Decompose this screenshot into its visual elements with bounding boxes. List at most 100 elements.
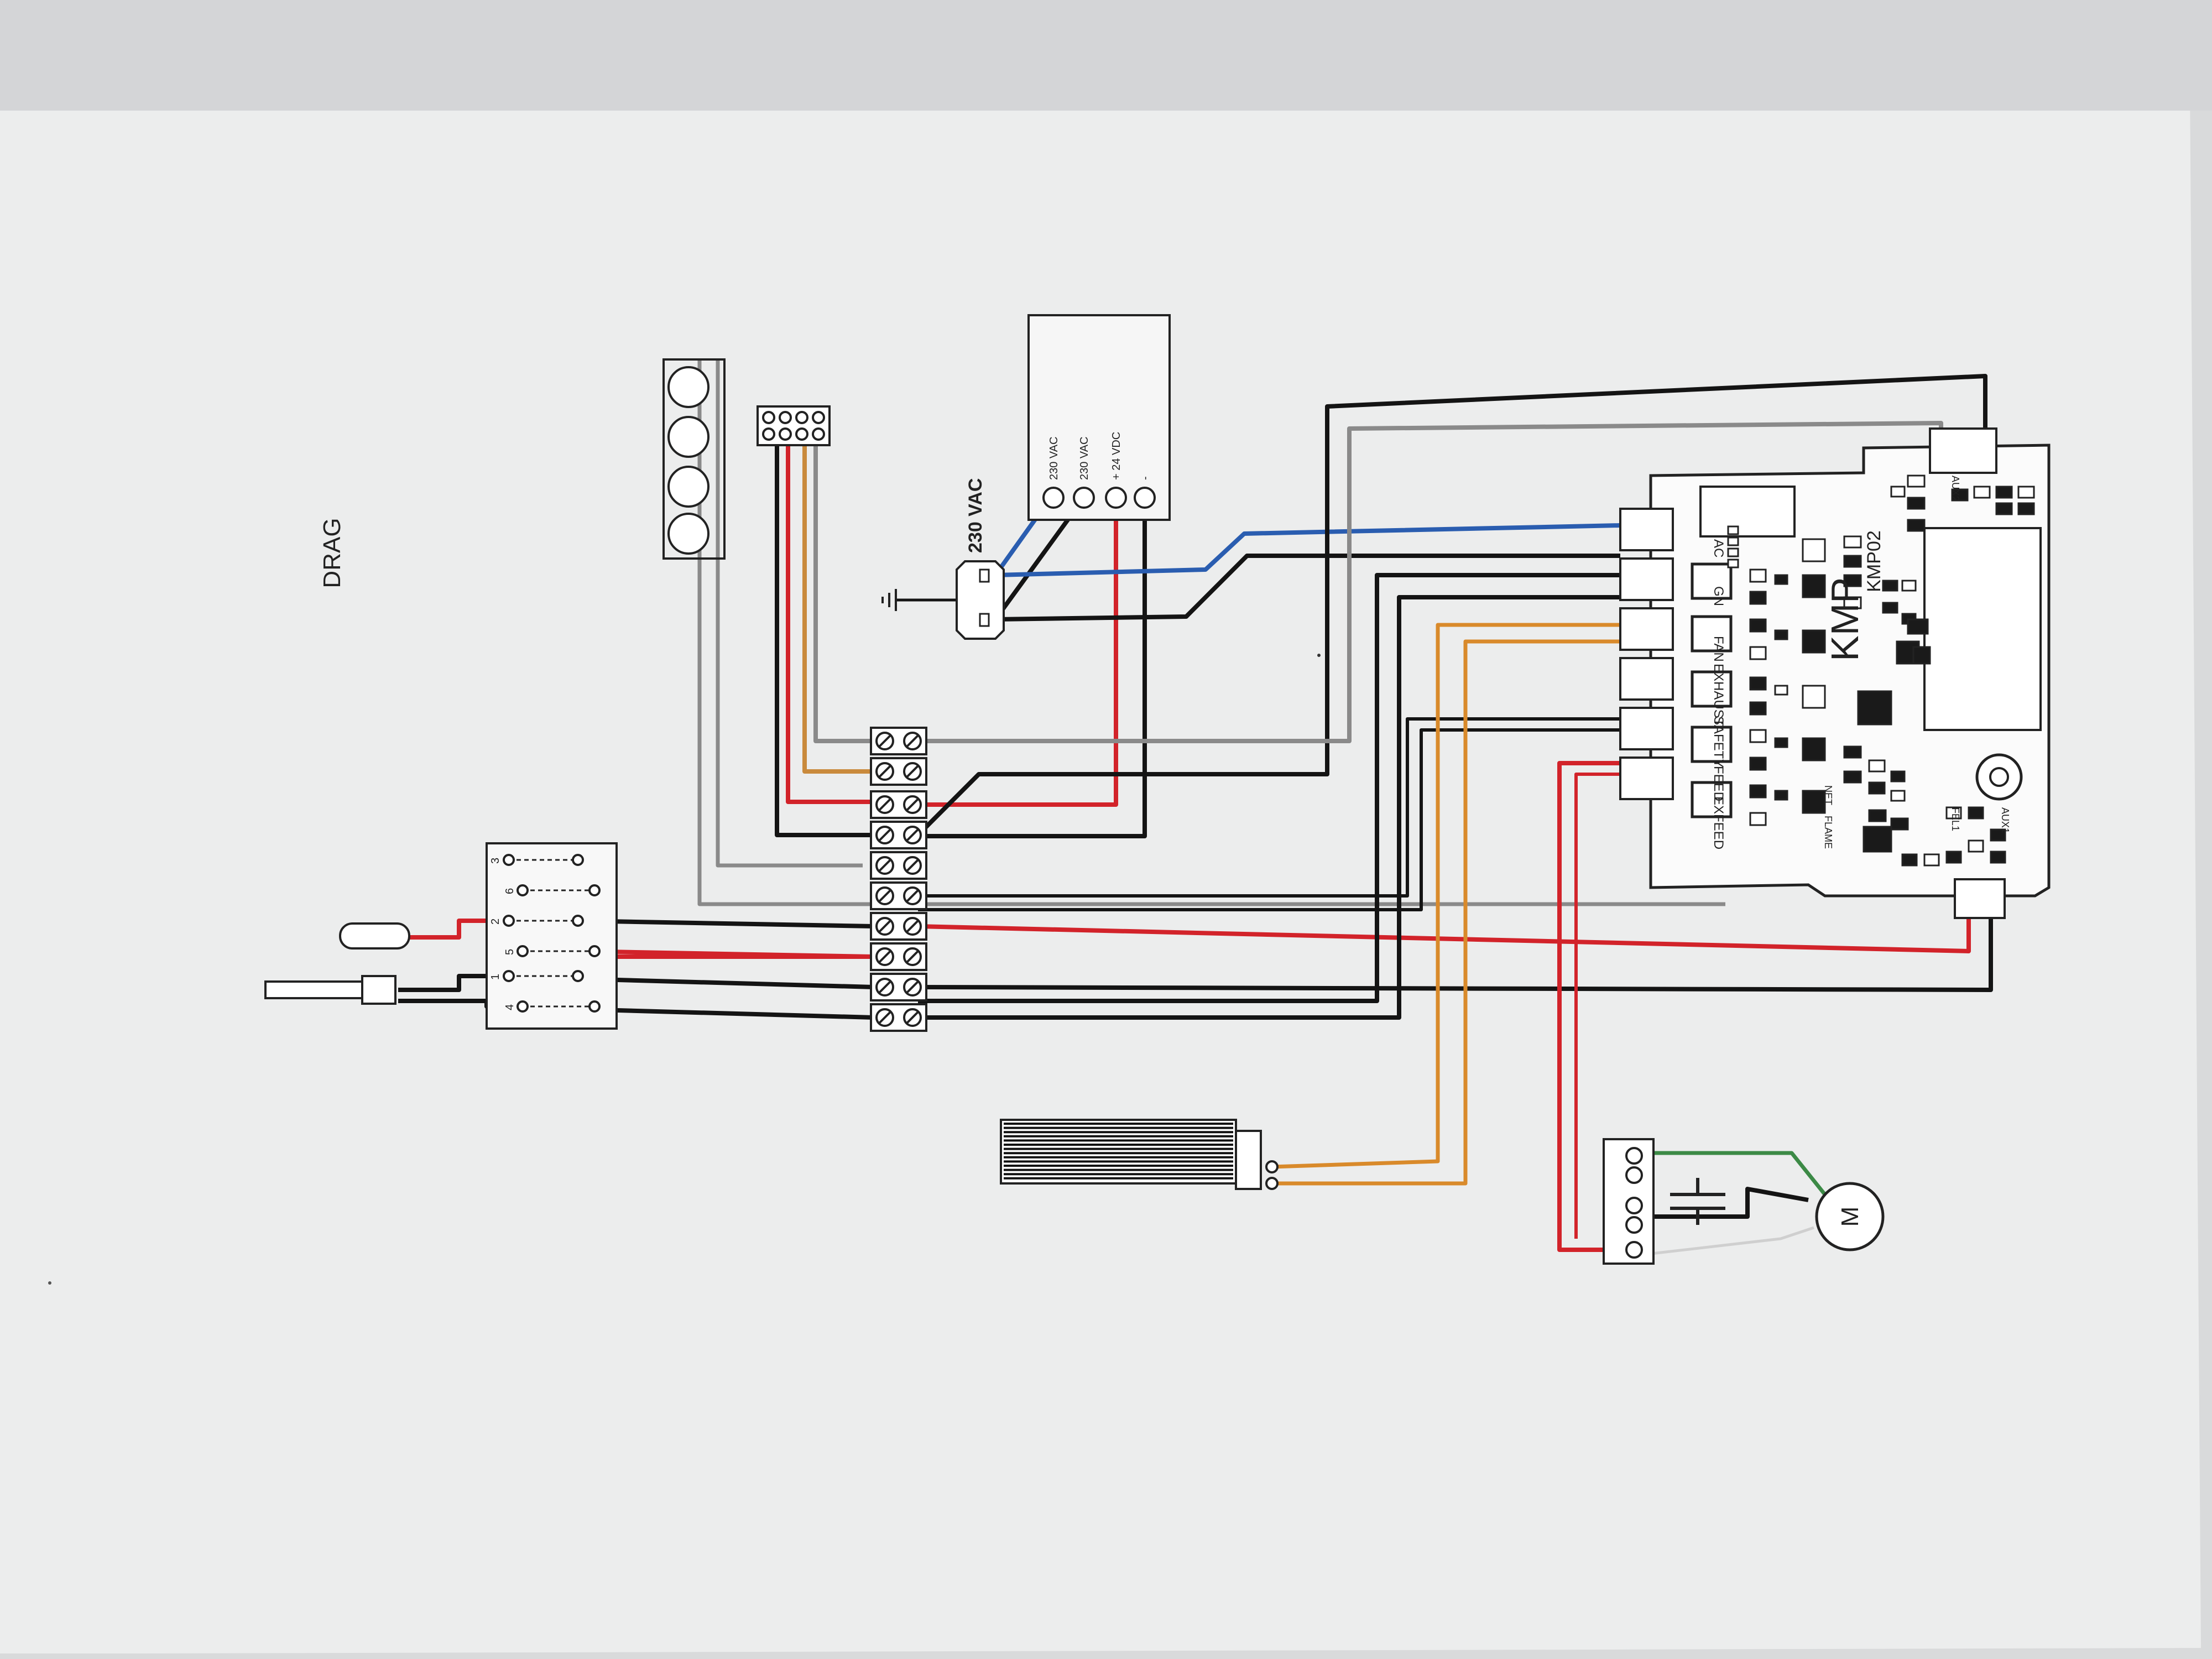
board-smd-component [1907, 519, 1926, 532]
relay-4 [1691, 726, 1733, 763]
wire-gray-sensor-2 [716, 359, 863, 868]
wire-heater-orange-1 [1271, 623, 1620, 1169]
probe-head [361, 975, 397, 1005]
board-smd-component [1995, 502, 2013, 515]
relay-1 [1691, 562, 1733, 600]
round-sensor-4 [667, 513, 709, 555]
psu-terminal-4: - [1139, 476, 1151, 480]
temperature-probe-long [264, 980, 366, 999]
board-smd-component [1890, 817, 1909, 831]
board-smd-component [1973, 486, 1991, 499]
board-led [1727, 547, 1739, 557]
paper-dot [1317, 654, 1321, 657]
board-smd-component [1749, 618, 1767, 633]
terminal-screw-slot [878, 980, 891, 994]
wire-switch-5-red [577, 949, 874, 959]
board-smd-component [1749, 812, 1767, 826]
control-board: KMP KMP02 AC GN FAN EXHAUST SAFETY FEED … [1619, 427, 2051, 919]
wire-mains-black-board [995, 554, 1620, 622]
relay-label-exfeed: EXFEED [1711, 796, 1726, 849]
wire-probe-black-a [398, 974, 509, 992]
power-supply-box [1027, 314, 1171, 521]
terminal-screw-slot [878, 889, 891, 902]
board-smd-component [1802, 574, 1826, 598]
board-smd-component [1890, 770, 1906, 782]
board-smd-component [1890, 790, 1906, 802]
motor-symbol [1815, 1182, 1885, 1251]
switch-num-1: 1 [489, 974, 502, 980]
board-smd-component [1990, 828, 2006, 842]
wire-switch-2-black [577, 919, 874, 928]
wires [398, 359, 1993, 1257]
board-smd-component [1945, 851, 1962, 864]
terminal-screw-slot [906, 950, 919, 963]
motor-label: M [1837, 1207, 1864, 1227]
relay-label-safety: SAFETY [1711, 716, 1726, 768]
board-smd-component [1901, 580, 1917, 592]
psu-terminal-3: + 24 VDC [1110, 432, 1123, 480]
wire-connector-gray [813, 442, 874, 743]
relay-label-ac: AC [1711, 539, 1726, 557]
board-relay-module [1699, 486, 1796, 538]
board-smd-component [1749, 701, 1767, 716]
terminal-screw-slot [906, 920, 919, 933]
board-buzzer [1975, 753, 2023, 801]
round-sensors [662, 358, 726, 560]
relay-2 [1691, 615, 1733, 653]
wire-switch-1-black [577, 977, 874, 989]
switch-num-5: 5 [504, 949, 516, 955]
board-model: KMP02 [1864, 530, 1885, 592]
ground-icon [881, 589, 897, 611]
board-led [1727, 559, 1739, 568]
switch-num-6: 6 [504, 888, 516, 894]
psu-terminal-1: 230 VAC [1048, 436, 1060, 480]
board-smd-component [1749, 676, 1767, 691]
board-smd-component [1843, 535, 1862, 549]
diagram-title: DRAG [319, 518, 346, 588]
wire-psu-minus-black [918, 498, 1147, 838]
heater-body [1000, 1119, 1237, 1185]
board-smd-component [1843, 574, 1862, 587]
board-ic [1912, 646, 1931, 665]
board-smd-component [1774, 629, 1788, 640]
wire-motor-red-2 [1574, 773, 1620, 1239]
terminal-screw-slot [906, 798, 919, 811]
switch-num-3: 3 [489, 858, 502, 864]
board-relay-connectors [1619, 508, 1674, 800]
relay-output-connector-5 [1619, 707, 1674, 750]
mains-label: 230 VAC [965, 478, 986, 553]
switch-block: 3 6 2 5 1 4 [486, 842, 618, 1030]
bottom-label-net: NET [1823, 785, 1834, 805]
wire-top-black-loop [916, 374, 1987, 837]
board-ic [1907, 618, 1929, 635]
board-smd-component [1901, 853, 1918, 867]
board-smd-component [1774, 737, 1788, 748]
wire-motor-red-1 [1557, 761, 1620, 1252]
board-smd-component [1995, 486, 2013, 499]
terminal-screw-slot [878, 920, 891, 933]
eight-pin-connector [757, 405, 831, 446]
wire-term-9b-black [918, 573, 1620, 1003]
terminal-block [870, 727, 927, 1032]
board-smd-component [2017, 502, 2035, 515]
board-smd-component [1749, 729, 1767, 743]
relay-label-exhaust: EXHAUST [1711, 664, 1726, 727]
board-smd-component [1774, 685, 1788, 696]
wire-motor-black [1637, 1187, 1809, 1219]
motor-assembly: M [1603, 1138, 1885, 1265]
relay-output-connector-3 [1619, 607, 1674, 651]
board-smd-component [1907, 497, 1926, 510]
board-smd-component [1890, 486, 1906, 498]
wire-switch-2-red [406, 919, 509, 940]
board-smd-component [1749, 591, 1767, 605]
terminal-screw-slot [878, 950, 891, 963]
board-smd-component [1802, 538, 1826, 562]
capacitor-icon [1670, 1178, 1725, 1225]
wire-motor-green [1637, 1151, 1827, 1196]
wire-switch-4-black [577, 1007, 874, 1020]
switch-num-2: 2 [489, 919, 502, 925]
round-sensor-1 [667, 366, 709, 408]
relay-label-feed: FEED [1711, 766, 1726, 801]
board-smd-component [1968, 839, 1984, 853]
wire-psu-plus-red [918, 498, 1118, 807]
